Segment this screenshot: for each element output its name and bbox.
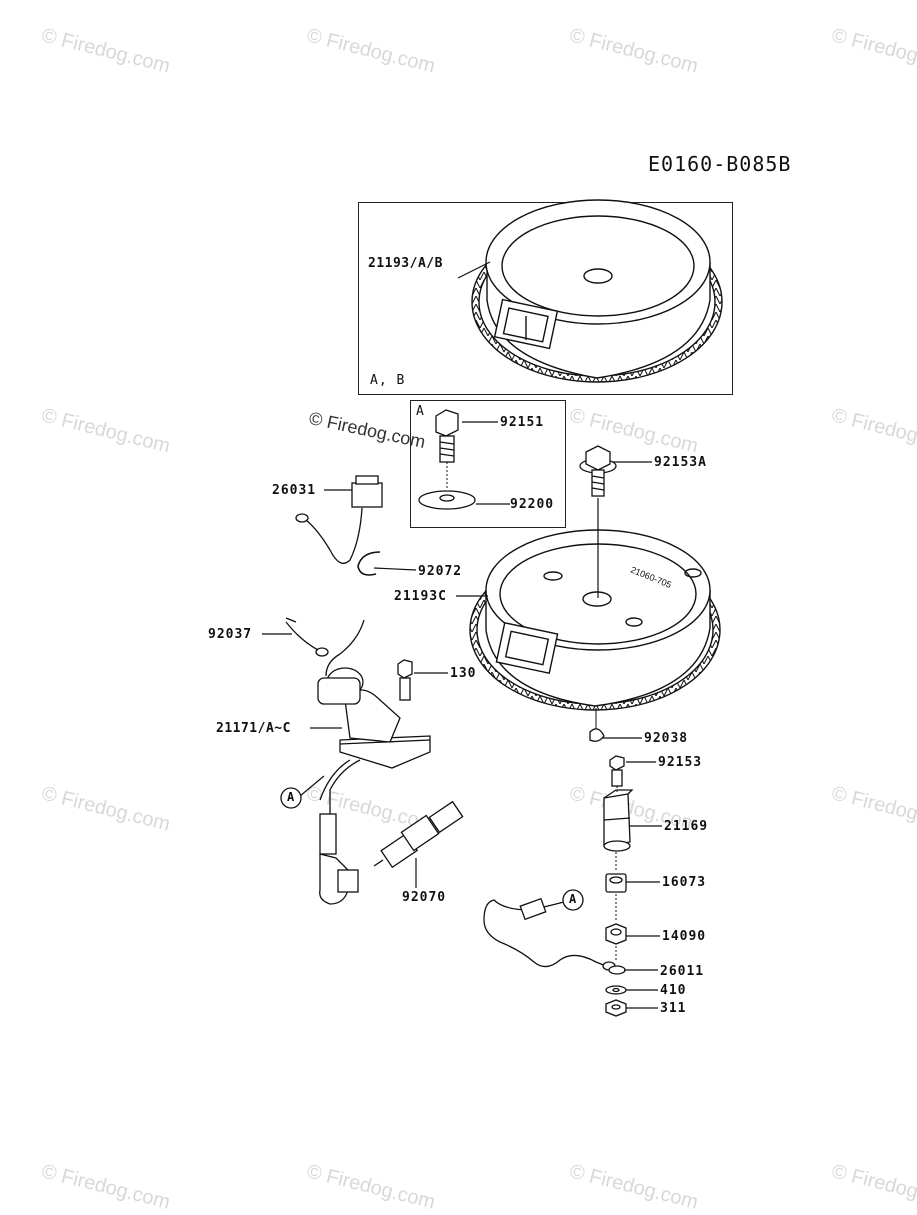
- callout-circle-left: [280, 787, 302, 809]
- bolt-130: [397, 659, 413, 701]
- nut-311: [605, 999, 627, 1017]
- bolt-92153: [609, 755, 625, 787]
- label-21171[interactable]: 21171/A~C: [216, 721, 291, 736]
- label-26011[interactable]: 26011: [660, 964, 705, 979]
- label-92072[interactable]: 92072: [418, 564, 463, 579]
- label-16073[interactable]: 16073: [662, 875, 707, 890]
- washer-92200: [418, 490, 476, 510]
- bolt-92151: [435, 409, 459, 463]
- frame-note: A, B: [370, 373, 406, 388]
- washer-410: [605, 985, 627, 995]
- nut-14090: [605, 923, 627, 945]
- label-21193ab[interactable]: 21193/A/B: [368, 256, 443, 271]
- label-92038[interactable]: 92038: [644, 731, 689, 746]
- bolt-92153a: [579, 445, 617, 497]
- callout-letter-right: A: [569, 892, 578, 906]
- label-311[interactable]: 311: [660, 1001, 687, 1016]
- callout-circle-right: [562, 889, 584, 911]
- ignition-coil-21171: [317, 619, 431, 905]
- label-26031[interactable]: 26031: [272, 483, 317, 498]
- label-14090[interactable]: 14090: [662, 929, 707, 944]
- inset-label: A: [416, 404, 425, 419]
- label-410[interactable]: 410: [660, 983, 687, 998]
- label-21169[interactable]: 21169: [664, 819, 709, 834]
- label-92153a[interactable]: 92153A: [654, 455, 707, 470]
- pulser-coil-21169: [603, 789, 634, 852]
- label-92037[interactable]: 92037: [208, 627, 253, 642]
- clip-92072: [357, 551, 381, 576]
- label-130[interactable]: 130: [450, 666, 477, 681]
- label-21193c[interactable]: 21193C: [394, 589, 447, 604]
- label-92070[interactable]: 92070: [402, 890, 447, 905]
- lead-26011: [483, 897, 626, 975]
- label-92153[interactable]: 92153: [658, 755, 703, 770]
- inset-a-frame: [410, 400, 566, 528]
- label-92151[interactable]: 92151: [500, 415, 545, 430]
- flywheel-variant-frame: [358, 202, 733, 395]
- key-92038: [589, 728, 605, 742]
- flywheel-c: [469, 529, 721, 711]
- callout-letter-left: A: [287, 790, 296, 804]
- spark-plug-92070: [373, 800, 464, 869]
- diagram-code: E0160-B085B: [648, 152, 792, 176]
- label-92200[interactable]: 92200: [510, 497, 555, 512]
- terminal-92037: [285, 617, 329, 657]
- terminal-26031: [295, 475, 383, 564]
- nut-16073: [605, 873, 627, 893]
- flywheel-ab: [471, 199, 723, 383]
